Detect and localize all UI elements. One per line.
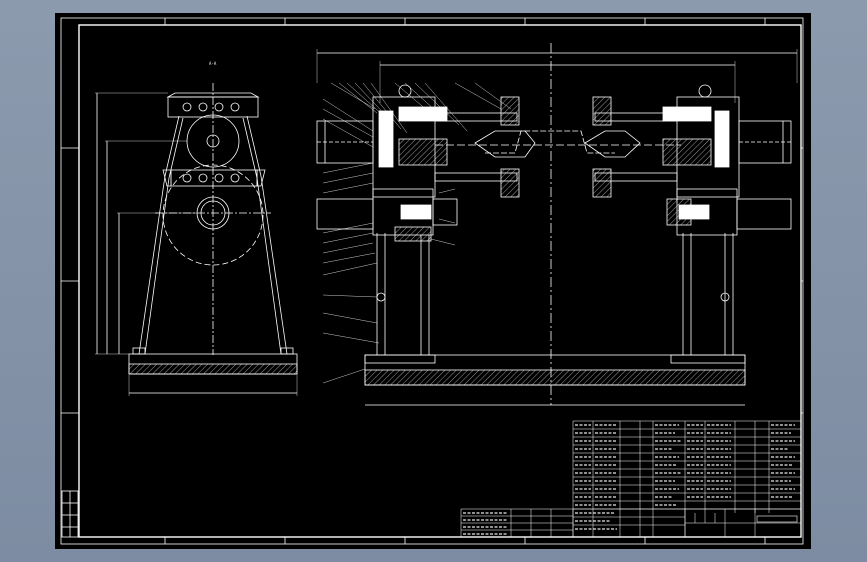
cad-drawing [60, 17, 804, 545]
title-block [460, 508, 802, 538]
front-view [316, 43, 798, 406]
table-text [463, 424, 795, 535]
drawing-sheet: A-A [55, 13, 811, 549]
parts-list [572, 420, 802, 538]
drawing-number-box [756, 515, 798, 523]
section-label: A-A [209, 61, 217, 66]
margin-stamp [61, 490, 79, 538]
inner-border [78, 24, 802, 538]
zone-marks [61, 18, 803, 544]
side-view [95, 83, 298, 396]
